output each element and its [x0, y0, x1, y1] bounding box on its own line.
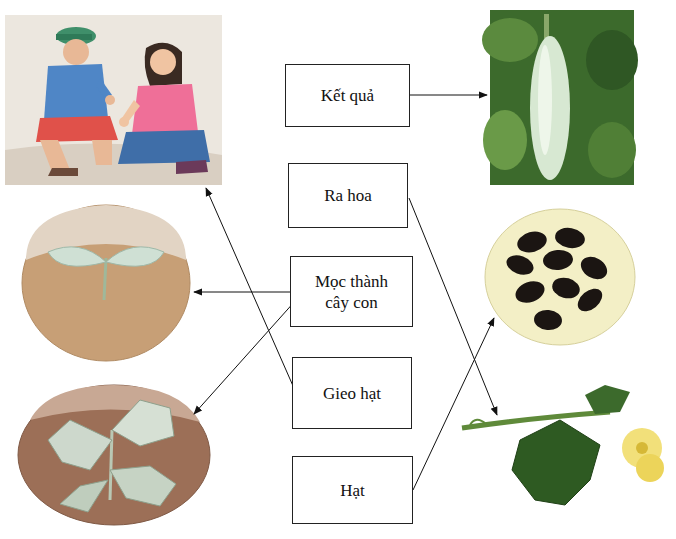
gourd-fruit-picture-part [482, 18, 538, 62]
children-planting-picture-part [119, 117, 129, 127]
gourd-fruit-picture-part [530, 36, 570, 180]
young-plant-picture-part [18, 385, 210, 525]
children-planting-picture-part [36, 116, 118, 142]
children-planting-picture-part [145, 43, 182, 86]
young-plant-picture-part [48, 420, 112, 470]
gourd-fruit-picture [482, 10, 638, 185]
box-label: Hạt [340, 480, 365, 501]
young-plant-picture-part [30, 385, 200, 422]
box-label: Mọc thành cây con [309, 271, 394, 313]
flowering-plant-picture-part [636, 442, 648, 454]
children-planting-picture-part [132, 84, 198, 134]
young-plant-picture-part [112, 400, 174, 446]
box-label: Gieo hạt [323, 383, 381, 404]
gourd-fruit-picture-part [544, 14, 549, 40]
leader-arrows [194, 95, 497, 490]
gourd-fruit-picture-part [588, 122, 636, 178]
children-planting-picture-part [92, 140, 112, 165]
seedling-picture-part [104, 258, 106, 300]
stage-box: Gieo hạt [292, 357, 412, 429]
seeds-picture-part [515, 228, 549, 255]
children-planting-picture [5, 15, 222, 185]
stage-box: Mọc thành cây con [290, 256, 413, 327]
young-plant-picture-part [60, 480, 108, 512]
gourd-fruit-picture-part [538, 45, 552, 155]
seeds-picture-part [550, 275, 582, 302]
seeds-picture-part [553, 226, 586, 251]
young-plant-picture [18, 385, 210, 525]
flowering-plant-picture-part [585, 385, 630, 414]
leader-arrows-part [413, 318, 494, 490]
seedling-picture-part [106, 247, 164, 266]
stage-box: Ra hoa [288, 163, 408, 228]
stage-box: Kết quả [285, 64, 410, 127]
box-label: Kết quả [321, 85, 374, 106]
flowering-plant-picture-part [636, 454, 664, 482]
children-planting-picture-part [105, 95, 115, 105]
seeds-picture [485, 209, 635, 345]
seeds-picture-part [577, 252, 611, 283]
gourd-fruit-picture-part [586, 30, 638, 90]
children-planting-picture-part [118, 130, 210, 164]
flowering-plant-picture-part [470, 420, 486, 425]
seedling-picture-part [48, 247, 106, 266]
seeds-picture-part [533, 309, 563, 331]
children-planting-picture-part [5, 15, 222, 185]
seeds-picture-part [485, 209, 635, 345]
leader-arrows-part [410, 95, 487, 96]
flowering-plant-picture-part [462, 412, 610, 428]
young-plant-picture-part [110, 466, 176, 506]
seeds-picture-part [512, 277, 547, 306]
children-planting-picture-part [176, 160, 208, 174]
children-planting-picture-part [40, 140, 70, 172]
children-planting-picture-part [150, 49, 176, 75]
seedling-picture [22, 205, 190, 361]
leader-arrows-part [194, 292, 290, 293]
seeds-picture-part [504, 252, 536, 278]
leader-arrows-part [206, 188, 297, 395]
box-label: Ra hoa [324, 185, 372, 206]
stage-box: Hạt [292, 456, 413, 524]
leader-arrows-part [409, 198, 497, 415]
seeds-picture-part [542, 249, 574, 272]
flowering-plant-picture-part [512, 420, 600, 505]
gourd-fruit-picture-part [483, 110, 527, 170]
children-planting-picture-part [63, 39, 89, 65]
seedling-picture-part [22, 205, 190, 361]
children-planting-picture-part [56, 34, 92, 40]
children-planting-picture-part [48, 168, 78, 176]
seeds-picture-part [573, 284, 606, 316]
children-planting-picture-part [44, 64, 108, 120]
